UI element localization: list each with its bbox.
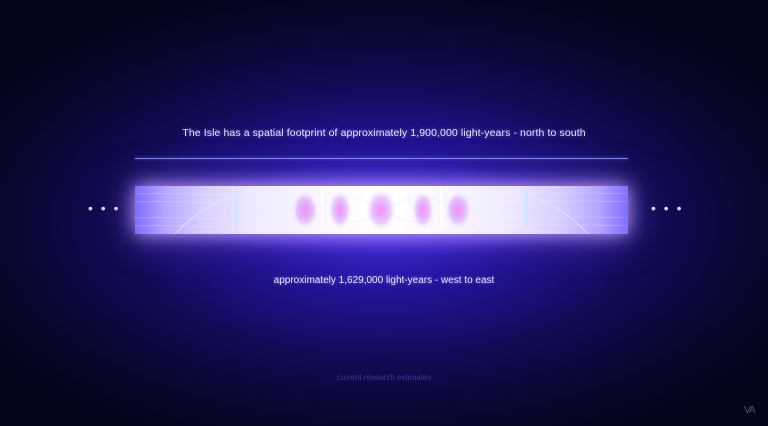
ellipsis-right: • • •: [651, 200, 684, 216]
ellipsis-left: • • •: [88, 200, 121, 216]
width-caption: approximately 1,629,000 light-years - we…: [273, 275, 495, 286]
footnote-caption: current research estimates: [336, 373, 432, 382]
divider-line: [135, 158, 628, 159]
headline-caption: The Isle has a spatial footprint of appr…: [182, 127, 586, 139]
isle-pattern: [135, 186, 628, 234]
va-logo-icon: VA: [744, 405, 756, 416]
isle-bar: [135, 186, 628, 234]
